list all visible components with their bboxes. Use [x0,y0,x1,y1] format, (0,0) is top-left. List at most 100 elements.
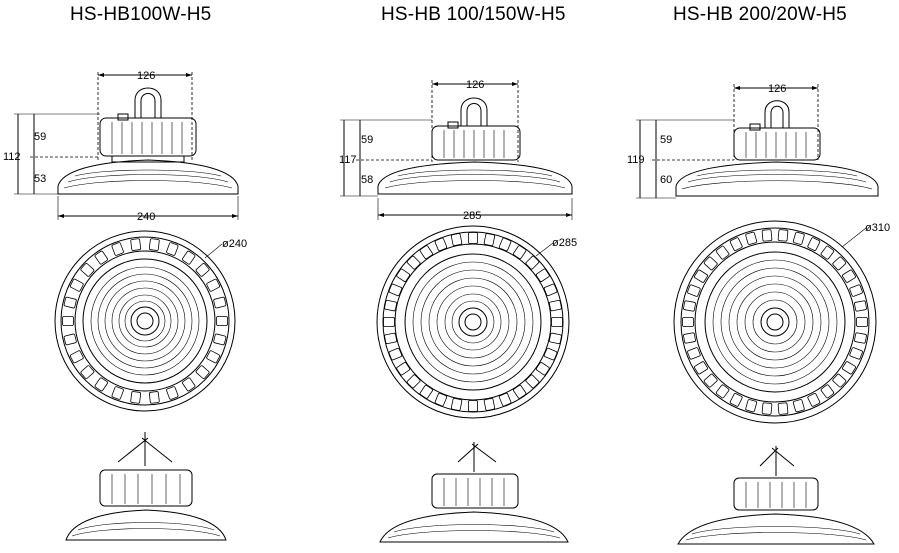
model-2-lower-height: 58 [361,174,373,186]
led-module-2-17 [383,317,395,327]
led-module-3-32 [842,269,856,283]
led-module-2-15 [388,347,403,361]
model-2-bottom-view: ø285 [376,225,577,419]
model-1-upper-height: 59 [34,131,46,143]
led-module-2-11 [434,392,448,407]
model-3-total-height: 119 [627,154,645,166]
led-module-3-31 [832,256,847,271]
led-module-1-1 [216,316,228,326]
model-title-2: HS-HB 100/150W-H5 [381,4,566,25]
led-module-2-27 [498,237,512,252]
led-module-1-13 [63,333,77,346]
model-1-lower-height: 53 [34,173,46,185]
led-module-1-8 [130,391,142,404]
model-1-top-width: 126 [137,70,155,82]
led-module-2-8 [483,397,496,411]
led-module-3-15 [694,361,708,375]
led-module-1-17 [80,263,95,277]
led-module-1-21 [148,238,160,251]
model-3-side-view: 126 119 59 60 [627,83,879,199]
led-module-2-1 [551,317,563,327]
led-module-2-28 [513,245,527,260]
model-1-side-view: 126 112 59 53 [3,70,239,223]
led-module-3-12 [729,393,743,407]
led-module-3-14 [703,373,718,388]
led-module-2-14 [396,362,411,376]
led-module-2-7 [498,392,512,407]
model-2-diameter: ø285 [552,237,577,249]
led-module-3-24 [729,237,743,251]
model-3-top-width: 126 [768,83,786,95]
model-2-upper-height: 59 [361,134,373,146]
led-module-2-31 [543,283,558,297]
led-module-3-29 [807,237,821,251]
led-module-1-4 [195,365,210,379]
led-module-1-19 [111,242,124,256]
led-module-1-16 [69,278,84,292]
led-module-2-18 [384,299,398,312]
model-title-3: HS-HB 200/20W-H5 [673,4,847,25]
model-1-total-height: 112 [3,151,21,163]
led-module-3-4 [842,361,856,375]
led-module-2-3 [543,347,558,361]
led-module-3-3 [849,347,863,360]
led-module-3-18 [682,317,694,327]
led-module-2-26 [483,233,496,247]
model-1-angled-view [65,432,227,541]
led-module-3-25 [745,231,758,245]
led-module-3-6 [820,384,835,399]
model-1-bottom-view: ø240 [54,230,247,412]
led-module-1-24 [195,263,210,277]
led-module-1-25 [206,278,221,292]
led-module-2-5 [525,374,540,389]
led-module-1-9 [111,386,124,400]
led-module-1-20 [130,238,142,251]
led-module-1-5 [182,377,196,392]
model-3-upper-height: 59 [660,134,672,146]
led-module-1-26 [213,296,227,309]
led-module-2-12 [419,384,433,399]
model-3-bottom-view: ø310 [673,220,890,424]
led-module-3-28 [792,231,805,245]
led-module-2-25 [468,232,478,244]
led-module-3-7 [807,393,821,407]
led-module-3-11 [745,399,758,413]
model-2-angled-view [379,442,569,543]
model-3-angled-view [677,446,875,545]
led-module-3-21 [694,269,708,283]
model-3-lower-height: 60 [660,174,672,186]
led-module-3-16 [687,347,701,360]
led-module-3-9 [777,402,789,415]
led-module-3-23 [715,245,730,260]
led-module-2-30 [535,268,550,282]
led-module-1-2 [213,333,227,346]
led-module-3-2 [854,332,867,344]
led-module-3-19 [683,300,696,312]
led-module-2-29 [525,255,540,270]
led-module-2-16 [384,332,398,345]
model-1-diameter: ø240 [222,238,247,250]
led-module-3-8 [792,399,805,413]
led-module-1-11 [80,365,95,379]
model-2-base-width: 285 [463,210,481,222]
model-2-total-height: 117 [339,154,357,166]
model-title-1: HS-HB100W-H5 [70,4,212,25]
led-module-3-34 [854,300,867,312]
led-module-3-20 [687,284,701,297]
led-module-2-22 [419,245,433,260]
led-module-2-2 [548,332,562,345]
led-module-3-30 [820,245,835,260]
led-module-3-33 [849,284,863,297]
led-module-2-4 [535,362,550,376]
led-module-2-19 [388,283,403,297]
led-module-2-13 [406,374,421,389]
led-module-1-15 [63,296,77,309]
led-module-2-32 [548,299,562,312]
led-module-2-24 [450,233,463,247]
led-module-1-18 [94,250,108,265]
led-module-1-22 [166,242,179,256]
led-module-1-12 [69,350,84,364]
model-1-base-width: 240 [137,211,155,223]
led-module-3-13 [715,384,730,399]
